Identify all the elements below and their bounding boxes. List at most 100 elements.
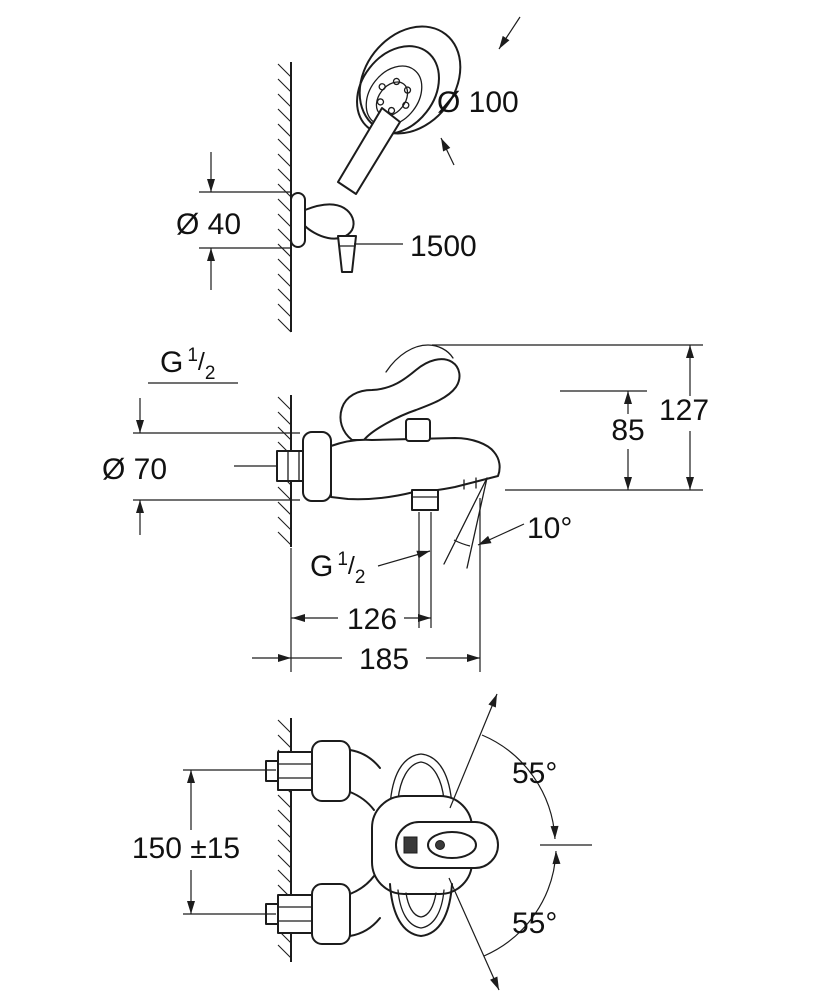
thread-denominator: 2 bbox=[355, 567, 366, 588]
swivel-upper-label: 55° bbox=[512, 757, 557, 790]
arrowhead bbox=[552, 851, 561, 865]
spout-arc-inner bbox=[405, 892, 437, 918]
angle-leg bbox=[443, 477, 488, 565]
spout-phantom-arc bbox=[389, 753, 453, 807]
hatch-tick bbox=[277, 516, 292, 531]
shower-head-outline bbox=[358, 25, 462, 135]
arrowhead bbox=[418, 614, 431, 622]
hatch-tick bbox=[277, 854, 292, 869]
hatch-tick bbox=[277, 824, 292, 839]
hatch-tick bbox=[277, 288, 292, 303]
hose-length-label: 1500 bbox=[410, 230, 477, 263]
hose-fitting bbox=[337, 235, 357, 273]
arrowhead bbox=[187, 901, 195, 914]
angle-leg bbox=[466, 477, 488, 569]
bottom-outlet-fitting bbox=[411, 489, 439, 511]
hatch-tick bbox=[277, 93, 292, 108]
shower-head bbox=[356, 25, 462, 135]
union-nut bbox=[277, 894, 313, 934]
hatch-tick bbox=[277, 839, 292, 854]
hatch-tick bbox=[277, 794, 292, 809]
hatch-tick bbox=[277, 809, 292, 824]
height-85-label: 85 bbox=[611, 414, 644, 447]
arrowhead bbox=[278, 654, 291, 662]
arrowhead bbox=[136, 420, 144, 433]
escutcheon bbox=[311, 883, 351, 945]
angle-leg bbox=[449, 693, 498, 809]
lever-pivot-dot bbox=[435, 840, 445, 850]
dim-hose-length: 1500 bbox=[354, 230, 477, 263]
hatch-tick bbox=[277, 531, 292, 546]
arrowhead bbox=[624, 391, 632, 404]
spray-nozzles bbox=[376, 77, 412, 115]
arrowhead bbox=[550, 825, 559, 839]
arrowhead bbox=[499, 35, 510, 49]
dim-spout-angle: 10° bbox=[443, 477, 572, 569]
arrowhead bbox=[207, 248, 215, 261]
swivel-lower-label: 55° bbox=[512, 907, 557, 940]
hatch-tick bbox=[277, 183, 292, 198]
union-arm bbox=[349, 875, 381, 937]
upper-union bbox=[265, 740, 381, 811]
arrowhead bbox=[490, 976, 499, 990]
thread-base: G bbox=[310, 550, 333, 583]
dim-union-distance: 150 ±15 bbox=[132, 769, 276, 915]
mixer-body bbox=[330, 437, 501, 501]
hatch-tick bbox=[277, 273, 292, 288]
arrowhead bbox=[686, 477, 694, 490]
hatch-tick bbox=[277, 63, 292, 78]
head-diameter-label: Ø 100 bbox=[437, 86, 519, 119]
hatch-tick bbox=[277, 258, 292, 273]
spray-face bbox=[356, 45, 440, 135]
lever-raised-phantom bbox=[385, 344, 454, 373]
hatch-tick bbox=[277, 501, 292, 516]
escutcheon-diameter-label: Ø 70 bbox=[102, 453, 167, 486]
hose-connector bbox=[337, 235, 357, 273]
thread-denominator: 2 bbox=[205, 363, 216, 384]
dim-swivel-angle: 55° 55° bbox=[448, 693, 592, 991]
hatch-tick bbox=[277, 198, 292, 213]
union-distance-label: 150 ±15 bbox=[132, 832, 240, 865]
hatch-tick bbox=[277, 719, 292, 734]
arrowhead bbox=[136, 500, 144, 513]
dim-heights: 85 127 bbox=[432, 344, 709, 491]
thread-slash: / bbox=[348, 552, 355, 580]
hatch-tick bbox=[277, 213, 292, 228]
top-view: 150 ±15 55° 55° bbox=[132, 693, 592, 991]
arrowhead bbox=[686, 345, 694, 358]
spout-angle-label: 10° bbox=[527, 512, 572, 545]
thread-base: G bbox=[160, 346, 183, 379]
hatch-tick bbox=[277, 734, 292, 749]
thread-numerator: 1 bbox=[337, 549, 348, 570]
dim-bracket-diameter: Ø 40 bbox=[176, 152, 292, 290]
dim-escutcheon-diameter: Ø 70 bbox=[102, 398, 300, 535]
hatch-tick bbox=[277, 123, 292, 138]
escutcheon bbox=[302, 431, 332, 502]
arrowhead bbox=[207, 179, 215, 192]
hatch-tick bbox=[277, 411, 292, 426]
hatch-tick bbox=[277, 228, 292, 243]
thread-numerator: 1 bbox=[187, 345, 198, 366]
pipe-stub bbox=[265, 760, 279, 782]
mixer-body-top bbox=[371, 753, 499, 937]
dim-185-label: 185 bbox=[359, 643, 409, 676]
height-127-label: 127 bbox=[659, 394, 709, 427]
arrowhead bbox=[416, 550, 430, 559]
hatch-tick bbox=[277, 78, 292, 93]
hatch-tick bbox=[277, 168, 292, 183]
hatch-tick bbox=[277, 153, 292, 168]
lower-union bbox=[265, 875, 381, 945]
hatch-tick bbox=[277, 303, 292, 318]
arrowhead bbox=[292, 614, 305, 622]
swivel-arc-upper bbox=[481, 734, 556, 840]
angle-leg bbox=[448, 877, 500, 991]
diverter-button bbox=[405, 418, 431, 442]
arrowhead bbox=[624, 477, 632, 490]
hatch-tick bbox=[277, 944, 292, 959]
dim-126-label: 126 bbox=[347, 603, 397, 636]
